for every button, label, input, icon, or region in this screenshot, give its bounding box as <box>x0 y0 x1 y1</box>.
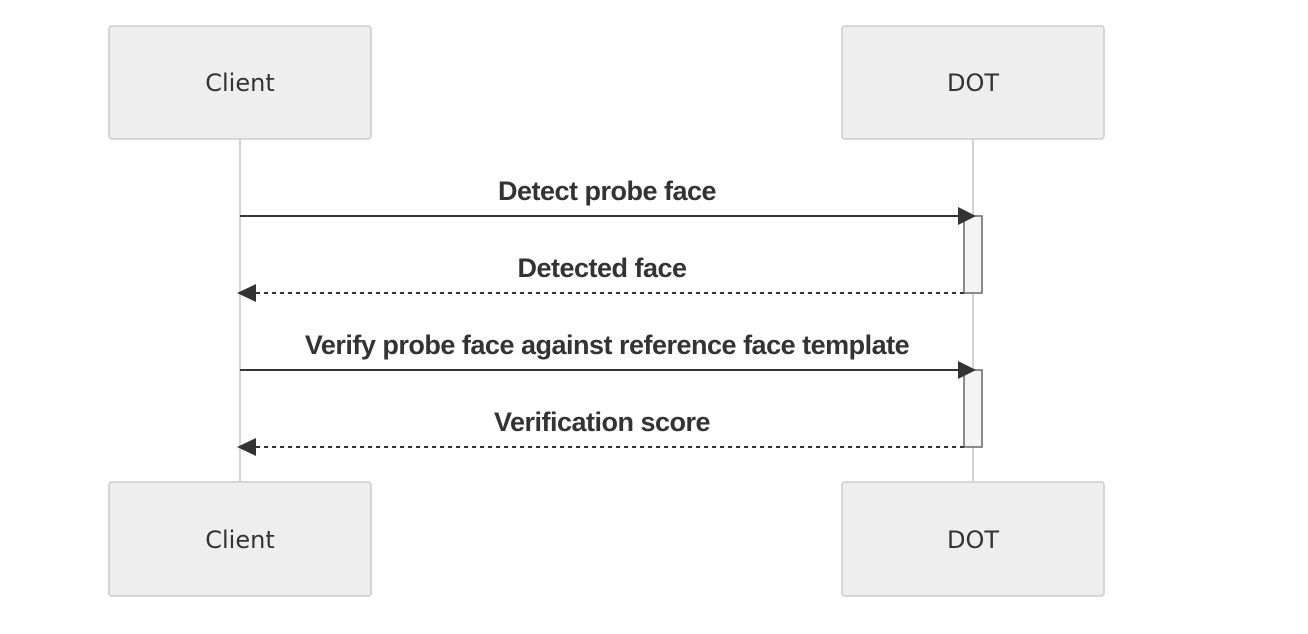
message-verification-score: Verification score <box>237 407 964 456</box>
client-actor-top-box <box>108 25 372 140</box>
dot-activation-1 <box>963 215 983 294</box>
client-actor-top-label: Client <box>205 69 274 97</box>
dot-activation-2 <box>963 369 983 448</box>
client-actor-bottom: Client <box>108 481 372 597</box>
dot-actor-bottom-label: DOT <box>947 526 999 554</box>
message-detect-probe-face: Detect probe face <box>240 176 976 225</box>
dot-actor-top-box <box>841 25 1105 140</box>
message-verify-probe-face: Verify probe face against reference face… <box>240 330 976 379</box>
message-verification-score-label: Verification score <box>494 407 711 437</box>
message-detected-face: Detected face <box>237 253 964 302</box>
message-verify-probe-face-label: Verify probe face against reference face… <box>305 330 910 360</box>
dot-actor-top: DOT <box>841 25 1105 140</box>
dot-actor-top-label: DOT <box>947 69 999 97</box>
client-actor-bottom-box <box>108 481 372 597</box>
dot-actor-bottom-box <box>841 481 1105 597</box>
arrowhead-left-icon <box>237 438 256 456</box>
message-detect-probe-face-label: Detect probe face <box>498 176 717 206</box>
arrowhead-left-icon <box>237 284 256 302</box>
arrowhead-right-icon <box>958 361 976 379</box>
dot-actor-bottom: DOT <box>841 481 1105 597</box>
arrowhead-right-icon <box>958 207 976 225</box>
client-actor-top: Client <box>108 25 372 140</box>
client-actor-bottom-label: Client <box>205 526 274 554</box>
message-detected-face-label: Detected face <box>517 253 687 283</box>
